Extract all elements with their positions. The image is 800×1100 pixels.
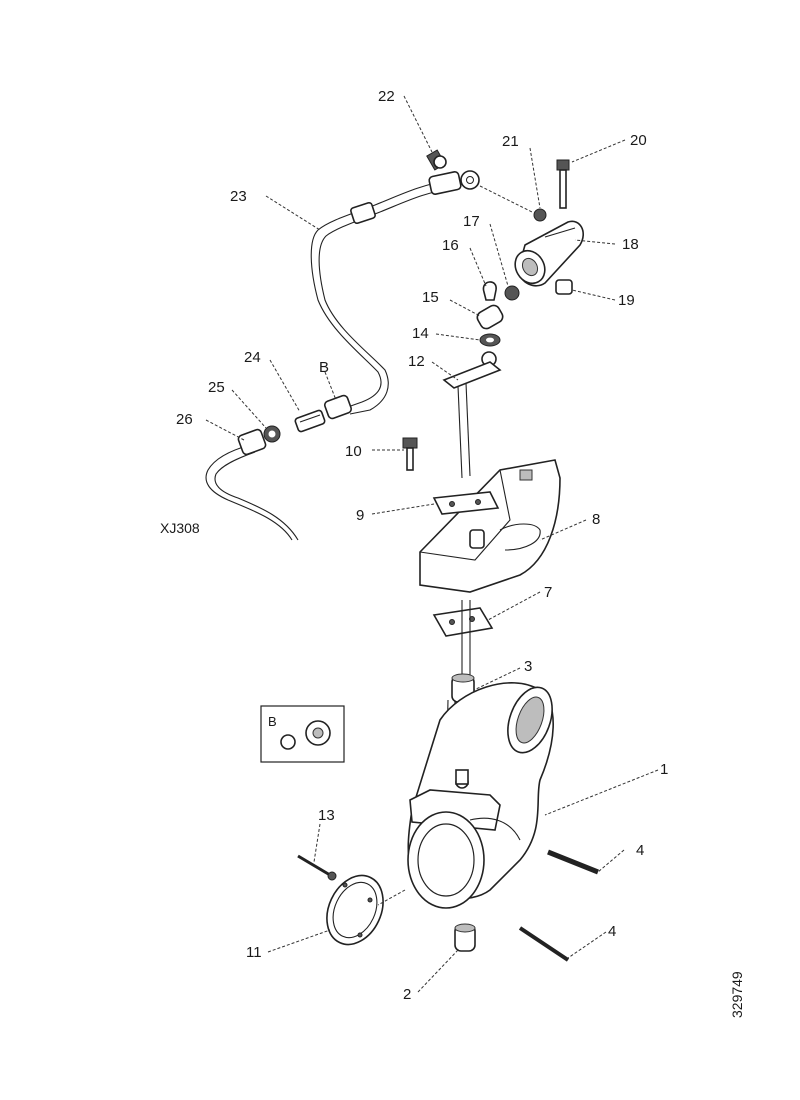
banjo-bolt-22 [426, 149, 447, 171]
drawing-number: 329749 [729, 971, 745, 1018]
callout-10: 10 [345, 443, 362, 460]
callout-12: 12 [408, 353, 425, 370]
detail-box-b: B [260, 705, 345, 763]
hose-line-26 [205, 444, 299, 541]
washer-25 [263, 425, 281, 443]
bushing-2 [454, 923, 476, 952]
callout-1: 1 [660, 761, 668, 778]
fitting-24 [294, 409, 326, 433]
bolt-4b [518, 926, 570, 962]
screw-13 [297, 854, 337, 881]
callout-b: B [319, 359, 329, 376]
bolt-4a [547, 849, 599, 875]
bolt-10 [402, 437, 418, 471]
actuator-cylinder-18 [514, 220, 584, 287]
hose-reference: XJ308 [160, 520, 200, 536]
callout-4a: 4 [636, 842, 644, 859]
callout-22: 22 [378, 88, 395, 105]
callout-26: 26 [176, 411, 193, 428]
callout-17: 17 [463, 213, 480, 230]
callout-19: 19 [618, 292, 635, 309]
callout-8: 8 [592, 511, 600, 528]
callout-23: 23 [230, 188, 247, 205]
fitting-26 [237, 428, 267, 456]
mounting-bracket-8 [419, 459, 561, 593]
callout-15: 15 [422, 289, 439, 306]
clip-16 [482, 281, 497, 301]
leader-lines [205, 95, 659, 993]
fitting-b [323, 394, 353, 420]
cover-11 [326, 874, 384, 946]
washer-21 [533, 208, 547, 222]
pin-15 [476, 304, 504, 330]
nut-17 [504, 285, 520, 301]
bushing-19 [555, 279, 573, 295]
callout-16: 16 [442, 237, 459, 254]
callout-7: 7 [544, 584, 552, 601]
callout-25: 25 [208, 379, 225, 396]
callout-4b: 4 [608, 923, 616, 940]
valve-housing-1 [407, 682, 554, 909]
washer-14 [479, 333, 501, 347]
callout-11: 11 [246, 944, 262, 961]
callout-24: 24 [244, 349, 261, 366]
callout-21: 21 [502, 133, 519, 150]
banjo-eye [460, 170, 480, 190]
callout-13: 13 [318, 807, 335, 824]
bracket-12 [442, 351, 502, 479]
callout-18: 18 [622, 236, 639, 253]
bolt-20 [556, 159, 570, 209]
hose-line-23 [310, 171, 462, 415]
callout-20: 20 [630, 132, 647, 149]
detail-box-label: B [268, 714, 277, 729]
callout-3: 3 [524, 658, 532, 675]
plate-7 [432, 607, 494, 637]
callout-9: 9 [356, 507, 364, 524]
callout-2: 2 [403, 986, 411, 1003]
plate-9 [432, 491, 500, 515]
callout-14: 14 [412, 325, 429, 342]
